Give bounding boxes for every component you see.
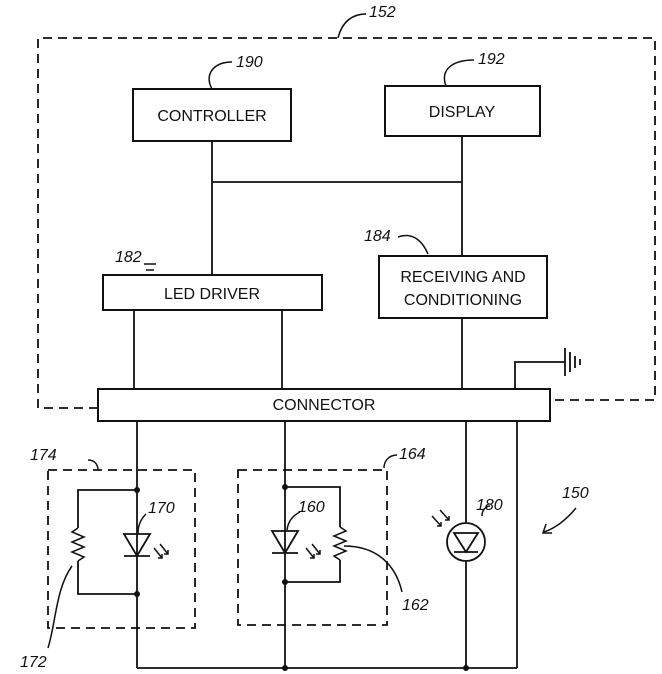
controller-label: CONTROLLER [157, 108, 266, 125]
connector-label: CONNECTOR [273, 397, 376, 414]
photo-detector-180 [432, 510, 485, 561]
ground-symbol [565, 348, 580, 376]
receiving-label-line1: RECEIVING AND [400, 269, 525, 286]
module-174-circuit [72, 490, 137, 594]
ref-192: 192 [478, 51, 505, 68]
led-170 [124, 534, 168, 558]
led-driver-label: LED DRIVER [164, 286, 260, 303]
ref-180: 180 [476, 497, 503, 514]
receiving-label-line2: CONDITIONING [404, 292, 522, 309]
photo-led-160 [272, 531, 320, 558]
ref-150: 150 [562, 485, 589, 502]
ref-182: 182 [115, 249, 142, 266]
ref-190: 190 [236, 54, 263, 71]
display-label: DISPLAY [429, 104, 496, 121]
module-174-outline [48, 470, 195, 628]
ref-172: 172 [20, 654, 47, 671]
ref-174: 174 [30, 447, 57, 464]
ref-152: 152 [369, 4, 396, 21]
ref-170: 170 [148, 500, 175, 517]
enclosure-152-outline [38, 38, 655, 408]
ref-162: 162 [402, 597, 429, 614]
ref-160: 160 [298, 499, 325, 516]
module-164-outline [238, 470, 387, 625]
ref-164: 164 [399, 446, 426, 463]
ref-184: 184 [364, 228, 391, 245]
